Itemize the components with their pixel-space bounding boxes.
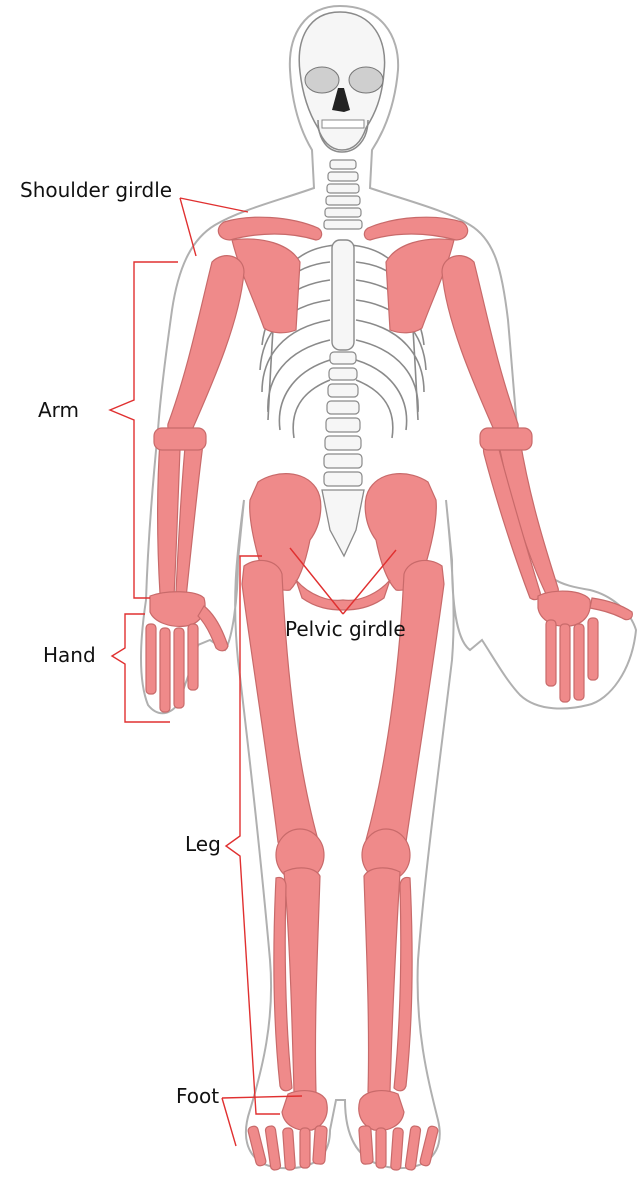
right-tarsals xyxy=(359,1091,404,1131)
left-elbow xyxy=(154,428,206,450)
left-toes xyxy=(247,1125,327,1170)
arm-label: Arm xyxy=(38,400,79,420)
shoulder-girdle-label: Shoulder girdle xyxy=(20,180,172,200)
right-toes xyxy=(359,1125,439,1170)
right-elbow xyxy=(480,428,532,450)
right-carpals xyxy=(538,591,590,626)
upper-teeth xyxy=(322,120,364,128)
right-eye-socket xyxy=(349,67,383,93)
lumbar-vertebrae xyxy=(324,352,362,486)
hand-label: Hand xyxy=(43,645,96,665)
foot-label: Foot xyxy=(176,1086,219,1106)
left-eye-socket xyxy=(305,67,339,93)
leg-label: Leg xyxy=(185,834,221,854)
left-carpals xyxy=(150,592,205,627)
sternum xyxy=(332,240,354,350)
pelvic-girdle-label: Pelvic girdle xyxy=(285,619,406,639)
